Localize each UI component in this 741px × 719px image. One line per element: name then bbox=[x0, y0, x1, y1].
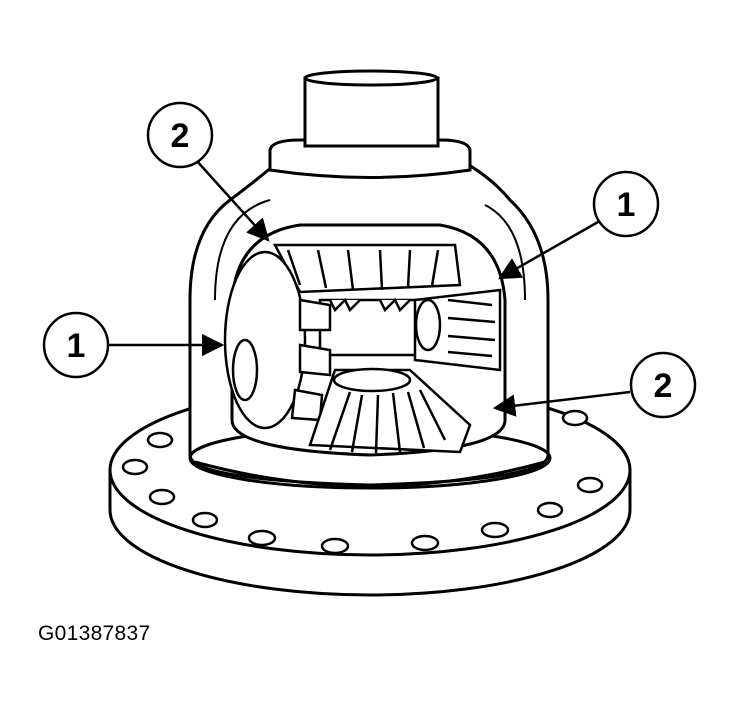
pinion-gear-top bbox=[272, 243, 462, 294]
side-gear-right bbox=[413, 288, 502, 372]
leader-2-bottom-right bbox=[492, 390, 631, 417]
svg-text:1: 1 bbox=[67, 327, 86, 365]
svg-text:2: 2 bbox=[171, 117, 190, 155]
callout-2-top-left: 2 bbox=[146, 101, 214, 169]
cross-shaft bbox=[318, 297, 422, 357]
figure-id-label: G01387837 bbox=[38, 622, 151, 645]
leader-1-right bbox=[498, 220, 599, 280]
callout-1-left: 1 bbox=[42, 311, 110, 379]
pinion-gear-bottom bbox=[308, 367, 472, 454]
svg-text:1: 1 bbox=[617, 186, 636, 224]
case-boss bbox=[268, 69, 472, 179]
leader-2-top-left bbox=[195, 159, 270, 242]
flange-bolt-holes bbox=[121, 409, 604, 555]
callout-leaders bbox=[108, 159, 631, 417]
side-gear-left bbox=[223, 250, 332, 430]
svg-text:2: 2 bbox=[654, 367, 673, 405]
callout-2-bottom-right: 2 bbox=[629, 351, 697, 419]
callout-1-right: 1 bbox=[592, 170, 660, 238]
